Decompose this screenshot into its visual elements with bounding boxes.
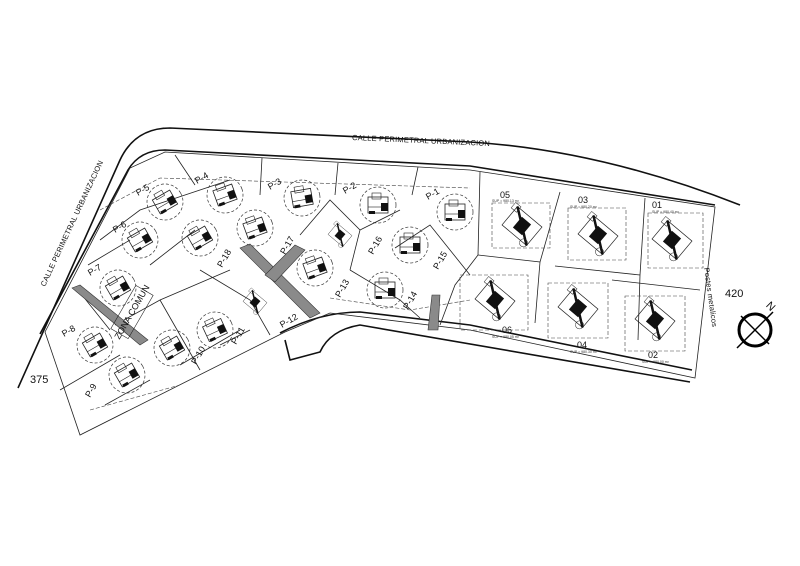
plot-label: P-15 [431,250,449,271]
plot-area: SUP = 980.30 m² [570,350,598,354]
outer-road-edge [17,127,741,389]
plot-label: 06 [502,325,512,335]
plot-label: P-10 [189,345,207,366]
plot-area: SUP = 980.05 m² [492,335,520,339]
plot-area: SUP = 980.20 m² [570,205,598,209]
north-arrow-icon: N [736,300,777,349]
lot-lines [59,154,701,406]
large-plot-labels: 01 SUP = 980.40 m² 02 SUP = 980.00 m² 03… [492,190,680,364]
plot-area: SUP = 980.40 m² [652,210,680,214]
plot-label: 05 [500,190,510,200]
access-strip [427,294,441,331]
plot-label: P-3 [266,176,283,192]
access-strip [239,243,321,319]
plot-label: P-8 [60,323,77,339]
plot-label: 01 [652,200,662,210]
plot-labels: P-1 P-2 P-3 P-4 P-5 P-6 P-7 P-8 P-9 P-10… [60,170,449,399]
plot-label: P-4 [193,170,210,186]
plot-area: SUP = 980.13 m² [492,199,520,203]
setback-lines [89,177,704,411]
plot-label: 03 [578,195,588,205]
plot-label: P-6 [111,219,128,235]
access-strip [264,244,306,283]
plot-label: P-9 [83,382,99,399]
house-icons [76,176,695,394]
access-strip [71,284,149,346]
street-label-top: CALLE PERIMETRAL URBANIZACION [352,133,490,148]
bottom-road-edge [284,324,691,383]
level-label-left: 375 [30,374,48,386]
site-boundary [44,151,716,436]
north-label: N [763,300,777,314]
plot-label: P-18 [215,248,233,269]
plot-label: P-2 [341,180,358,196]
plot-label: P-11 [229,325,247,346]
inner-road-edge [39,149,716,335]
plot-label: P-1 [424,186,441,202]
plot-label: 04 [577,340,587,350]
level-label-right: 420 [725,288,743,300]
plot-label: P-13 [333,278,351,299]
plot-label: 02 [648,350,658,360]
bottom-road-inner [279,311,693,371]
plot-label: P-16 [366,235,384,256]
plot-label: P-14 [401,290,419,311]
plot-area: SUP = 980.00 m² [642,360,670,364]
